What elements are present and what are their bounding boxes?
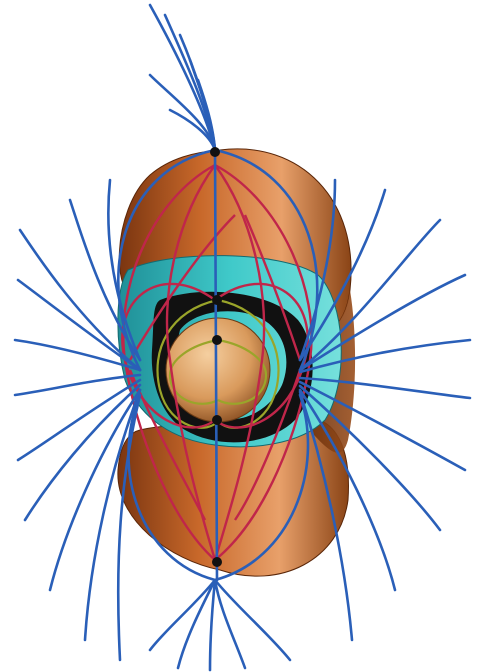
- node-point: [212, 415, 222, 425]
- node-point: [212, 335, 222, 345]
- node-point: [210, 147, 220, 157]
- field-line: [215, 580, 245, 668]
- field-line: [210, 580, 215, 670]
- node-point: [212, 295, 222, 305]
- node-point: [212, 557, 222, 567]
- field-line: [150, 580, 215, 650]
